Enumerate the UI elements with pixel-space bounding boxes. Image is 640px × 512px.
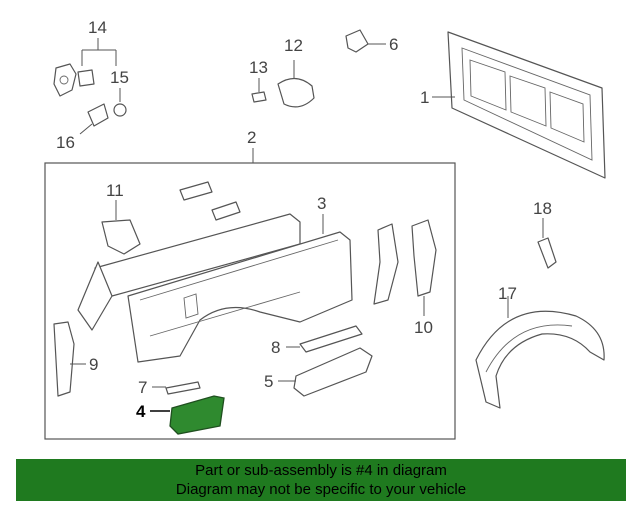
callout-7: 7 bbox=[138, 378, 147, 397]
part-7-panel[interactable] bbox=[165, 381, 201, 395]
callout-11: 11 bbox=[106, 181, 124, 200]
part-15-grommet[interactable] bbox=[113, 103, 127, 117]
callout-2: 2 bbox=[247, 128, 256, 147]
part-11-bracket[interactable] bbox=[101, 219, 141, 255]
callout-3: 3 bbox=[317, 194, 326, 213]
callout-9: 9 bbox=[89, 355, 98, 374]
callout-5: 5 bbox=[264, 372, 273, 391]
info-banner: Part or sub-assembly is #4 in diagram Di… bbox=[16, 459, 626, 501]
part-14-latch[interactable] bbox=[53, 63, 95, 97]
callout-14: 14 bbox=[88, 18, 107, 37]
banner-line-1: Part or sub-assembly is #4 in diagram bbox=[195, 462, 447, 479]
callout-18: 18 bbox=[533, 199, 552, 218]
callout-15: 15 bbox=[110, 68, 129, 87]
callout-10: 10 bbox=[414, 318, 433, 337]
callout-8: 8 bbox=[271, 338, 280, 357]
banner-line-2: Diagram may not be specific to your vehi… bbox=[175, 481, 467, 498]
part-13-clip[interactable] bbox=[251, 91, 267, 103]
callout-16: 16 bbox=[56, 133, 75, 152]
part-5-panel[interactable] bbox=[293, 347, 373, 397]
part-12-fuel-door[interactable] bbox=[277, 77, 315, 108]
callout-4: 4 bbox=[136, 402, 146, 421]
callout-1: 1 bbox=[420, 88, 429, 107]
part-6-clip[interactable] bbox=[345, 29, 369, 53]
part-9-panel[interactable] bbox=[53, 321, 75, 397]
part-18-bracket[interactable] bbox=[537, 237, 557, 269]
callout-6: 6 bbox=[389, 35, 398, 54]
part-8-panel[interactable] bbox=[299, 325, 363, 353]
part-3-bed-side[interactable] bbox=[77, 213, 353, 363]
part-16-bracket[interactable] bbox=[87, 103, 109, 127]
parts-diagram: 1 2 3 4 5 6 7 8 9 10 11 12 13 14 15 16 1… bbox=[44, 18, 606, 440]
part-4-highlighted[interactable] bbox=[169, 395, 225, 435]
part-10-reinforcement[interactable] bbox=[411, 219, 437, 297]
part-1-tailgate[interactable] bbox=[447, 31, 606, 179]
part-17-wheelhouse[interactable] bbox=[475, 310, 605, 409]
assembly-2-box bbox=[44, 162, 456, 440]
callout-17: 17 bbox=[498, 284, 517, 303]
callout-13: 13 bbox=[249, 58, 268, 77]
callout-12: 12 bbox=[284, 36, 303, 55]
